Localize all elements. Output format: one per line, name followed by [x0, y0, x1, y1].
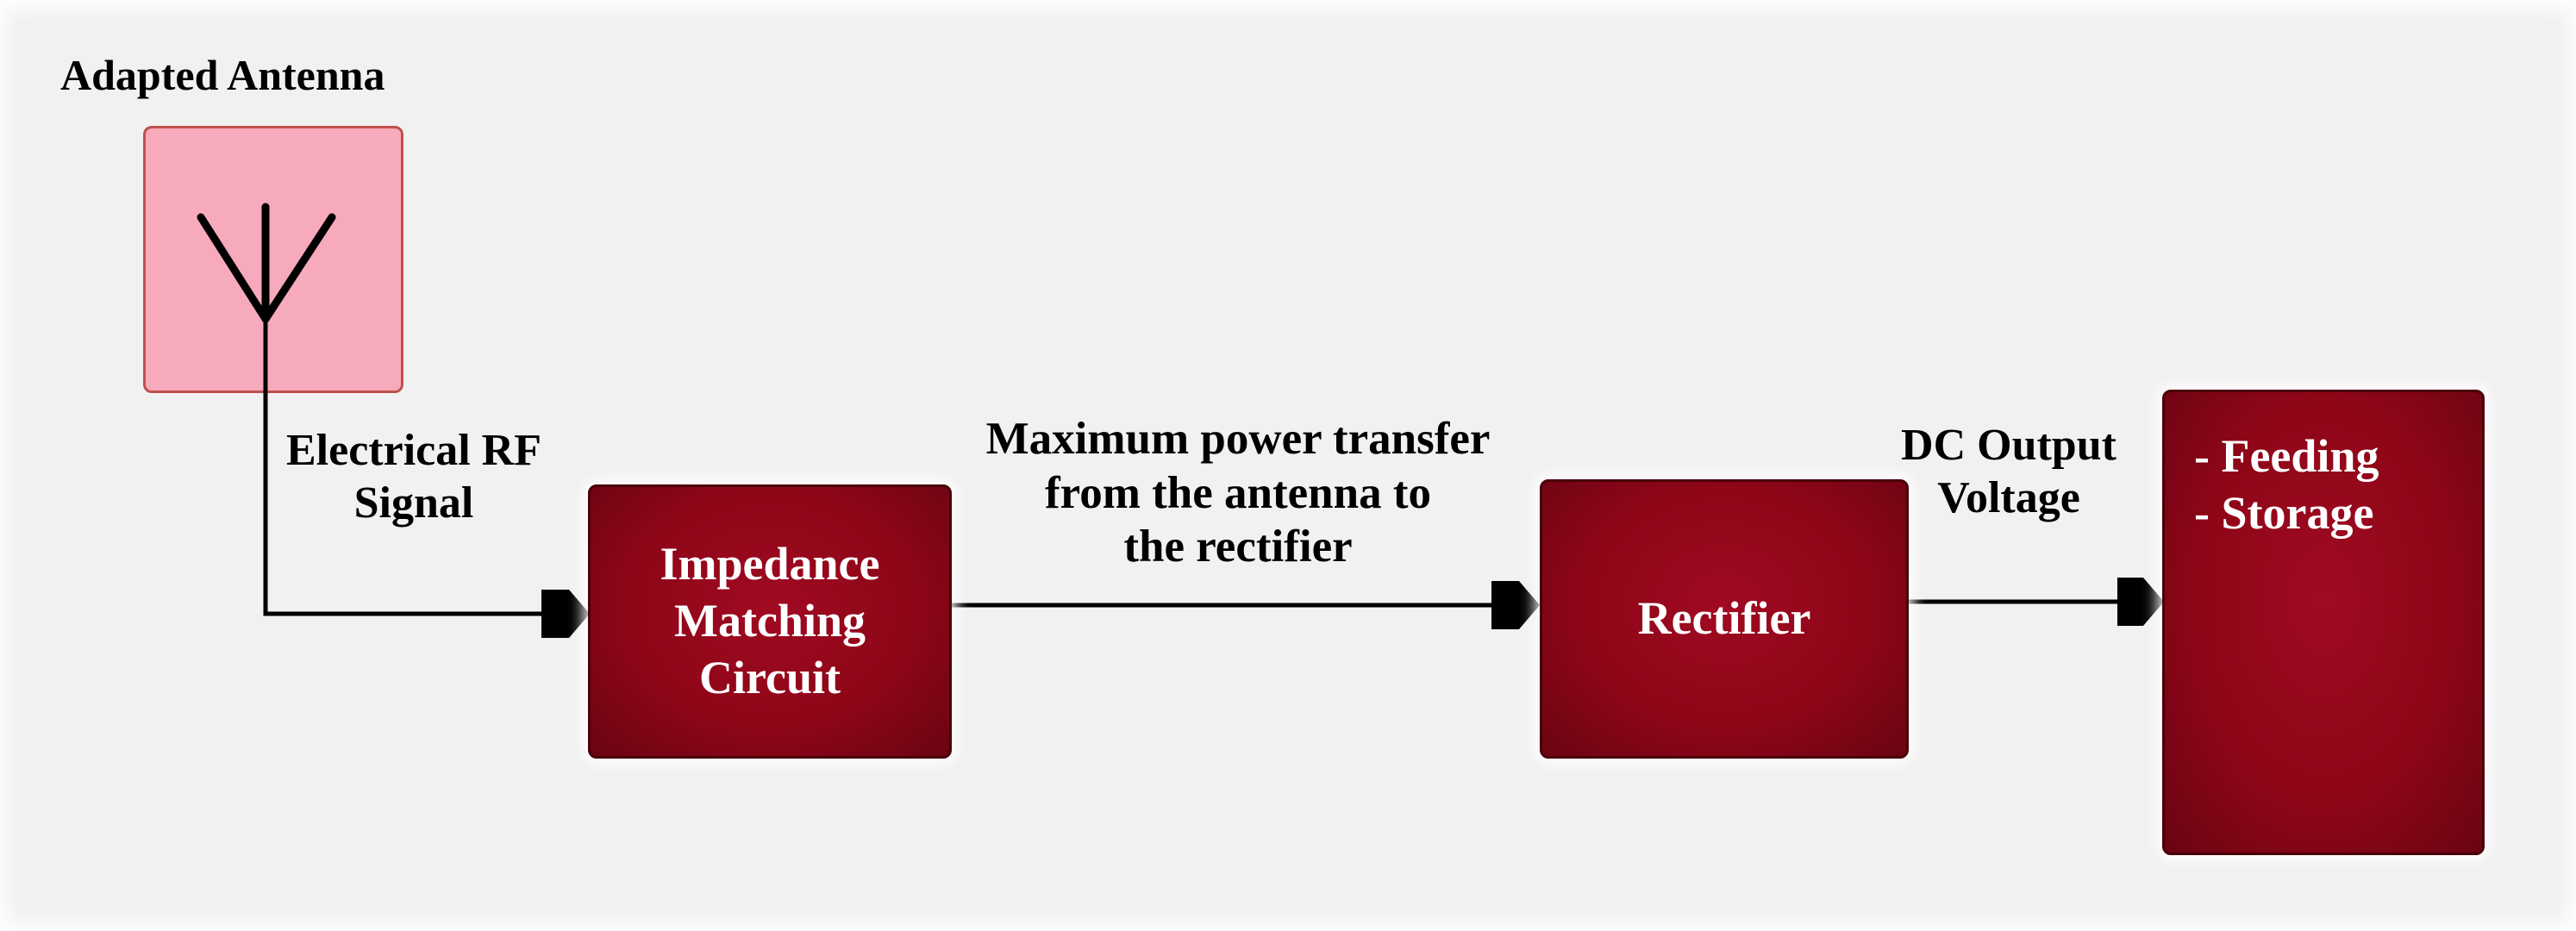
impedance-matching-label: Impedance Matching Circuit	[660, 538, 880, 703]
antenna-icon	[197, 203, 336, 323]
dc-output-label: DC Output Voltage	[1901, 421, 2116, 523]
rf-signal-line	[263, 319, 543, 616]
transfer-label: Maximum power transfer from the antenna …	[985, 414, 1491, 572]
output-block: - Feeding - Storage	[2162, 390, 2485, 855]
antenna-box	[143, 126, 403, 393]
impedance-matching-block: Impedance Matching Circuit	[588, 484, 952, 759]
rf-signal-label: Electrical RF Signal	[286, 426, 541, 528]
arrow-to-rectifier	[1491, 581, 1540, 629]
rectifier-label: Rectifier	[1637, 592, 1811, 645]
arrow-to-impedance	[541, 590, 590, 638]
rectifier-block: Rectifier	[1540, 479, 1909, 759]
diagram-background	[17, 19, 2559, 912]
arrow-to-output	[2117, 578, 2164, 626]
output-label: - Feeding - Storage	[2194, 430, 2379, 539]
antenna-title: Adapted Antenna	[60, 51, 385, 99]
